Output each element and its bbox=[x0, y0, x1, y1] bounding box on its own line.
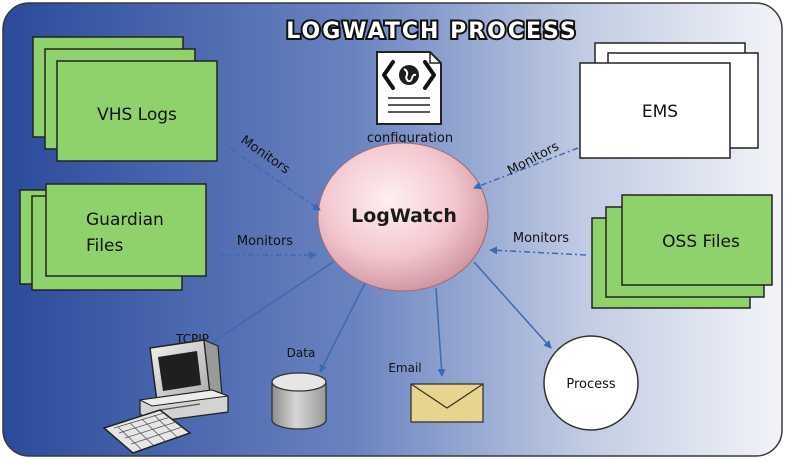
process-circle bbox=[543, 335, 639, 431]
process-arrow bbox=[473, 261, 552, 349]
ems-stack: EMS bbox=[579, 42, 759, 159]
output-connectors bbox=[205, 261, 552, 377]
vhs-logs-stack: VHS Logs bbox=[32, 36, 218, 162]
oss-monitor-arrow bbox=[489, 246, 587, 256]
logwatch-ellipse bbox=[317, 142, 489, 292]
email-arrow bbox=[435, 287, 446, 377]
database-cylinder-icon bbox=[271, 372, 327, 430]
ems-label: EMS bbox=[642, 102, 678, 122]
data-label: Data bbox=[287, 346, 316, 360]
data-arrow bbox=[319, 282, 366, 373]
monitor-connectors bbox=[220, 147, 587, 259]
oss-monitors-label: Monitors bbox=[513, 231, 569, 246]
envelope-icon bbox=[410, 383, 484, 423]
email-label: Email bbox=[388, 361, 421, 375]
ems-monitor-arrow bbox=[473, 147, 579, 190]
guardian-label-line2: Files bbox=[86, 236, 123, 256]
tcpip-arrow bbox=[205, 261, 334, 348]
oss-files-label: OSS Files bbox=[662, 232, 740, 252]
guardian-monitors-label: Monitors bbox=[237, 234, 293, 249]
process-label: Process bbox=[566, 377, 616, 392]
globe-document-icon bbox=[376, 51, 442, 125]
configuration-label: configuration bbox=[367, 131, 453, 146]
diagram-title: LOGWATCH PROCESS bbox=[286, 19, 577, 44]
vhs-logs-label: VHS Logs bbox=[97, 105, 177, 125]
computer-terminal-icon bbox=[102, 339, 229, 454]
logwatch-label: LogWatch bbox=[351, 205, 457, 227]
guardian-label-line1: Guardian bbox=[86, 210, 164, 230]
vhs-monitor-arrow bbox=[229, 147, 321, 211]
guardian-files-stack: Guardian Files bbox=[19, 183, 207, 291]
oss-files-stack: OSS Files bbox=[591, 194, 773, 309]
